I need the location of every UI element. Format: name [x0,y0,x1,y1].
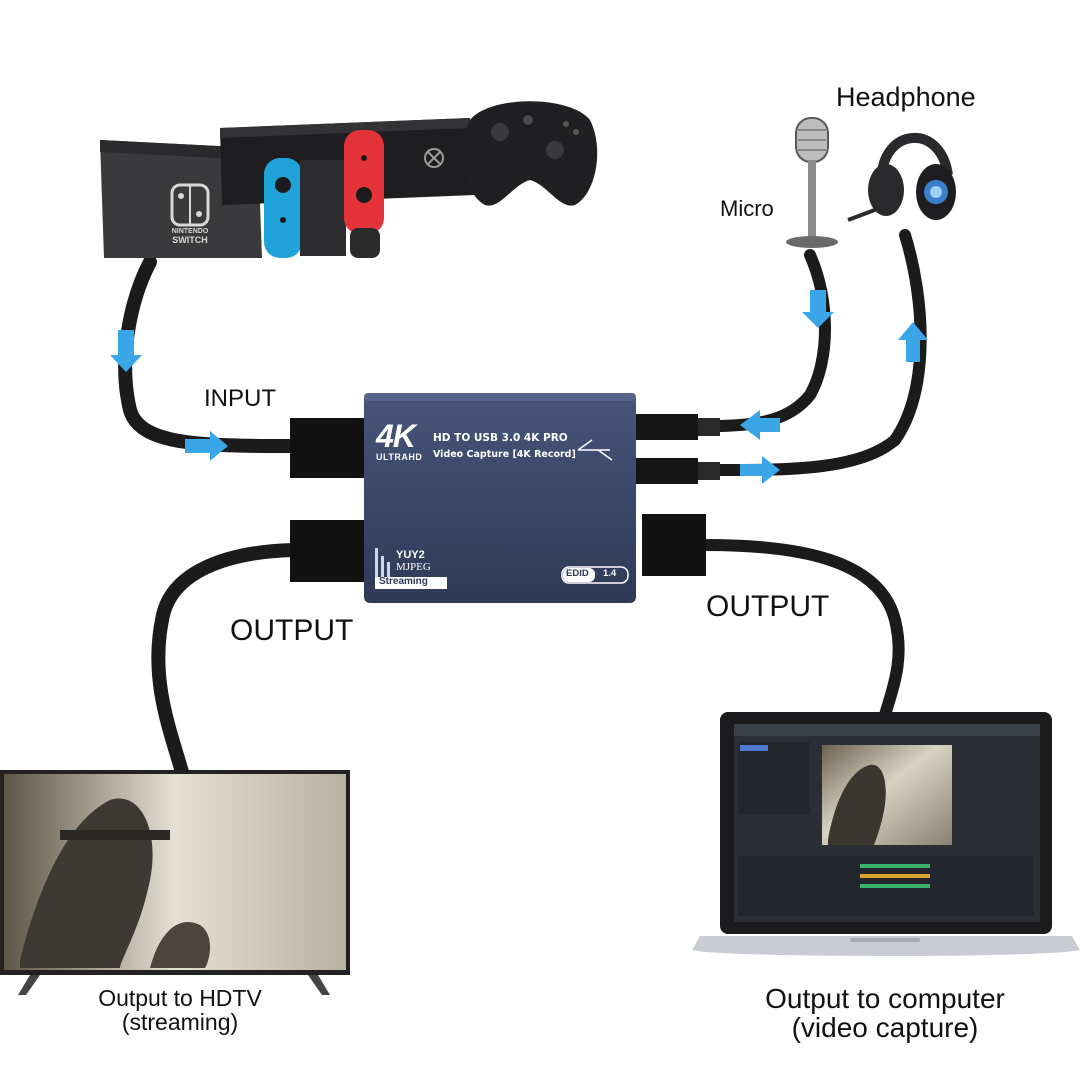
joycon-red [344,130,384,234]
device-body [364,393,636,603]
hdtv-caption-line2: (streaming) [121,1009,239,1036]
laptop [692,712,1080,956]
headphone-label: Headphone [836,82,976,112]
tv-stand-right [308,975,330,995]
tv-stand-left [18,975,40,995]
switch-brand-line1: NINTENDO [171,228,209,235]
hdtv [0,770,350,995]
device-badge-4k: 4K [376,418,416,454]
arrow-down-input [110,330,142,372]
hdtv-caption: Output to HDTV (streaming) [60,986,300,1034]
output-label-right: OUTPUT [706,590,830,623]
input-cable [118,255,297,453]
computer-caption: Output to computer (video capture) [720,984,1050,1043]
arrow-right-headphone [740,456,780,484]
computer-caption-line2: (video capture) [791,1012,979,1044]
headphone-jack [636,458,698,484]
usb-port [642,514,706,576]
laptop-base [692,936,1080,956]
computer-cable [700,539,905,721]
headphone-cable [714,229,927,476]
output-label-left: OUTPUT [230,614,354,647]
switch-brand-line2: SWITCH [172,235,208,245]
microphone [786,117,838,248]
capture-device [364,393,636,603]
device-badge-ultrahd: ULTRAHD [376,452,423,462]
micro-label: Micro [720,196,774,221]
arrow-right-input [185,431,228,461]
device-title-line2: Video Capture [4K Record] [433,449,576,460]
headset [847,132,956,222]
xbox-controller [462,101,598,206]
input-label: INPUT [204,385,276,412]
device-format-yuy2: YUY2 [396,549,425,561]
arrow-left-micro [740,410,780,440]
computer-caption-line1: Output to computer [765,983,1005,1014]
device-format-mjpeg: MJPEG [396,561,431,573]
device-title-line1: HD TO USB 3.0 4K PRO [433,432,568,444]
hdtv-caption-line1: Output to HDTV [98,985,262,1011]
arrow-up-headphone [898,322,928,362]
switch-brand: NINTENDO SWITCH [160,228,220,245]
joycons [264,130,384,258]
ports [290,414,720,582]
hdmi-loop-out-port [290,520,364,582]
hdtv-cable [151,543,299,779]
joycon-blue [264,158,302,258]
hdmi-in-port [290,418,364,478]
device-edid-value: 1.4 [603,568,617,579]
arrow-down-micro [802,290,834,328]
edid-badge [561,566,629,584]
xbox-logo [424,148,444,168]
device-streaming-label: Streaming [379,576,428,587]
device-edid-label: EDID [566,568,589,579]
mic-jack [636,414,698,440]
micro-cable [714,249,831,432]
flow-arrows [110,290,928,484]
